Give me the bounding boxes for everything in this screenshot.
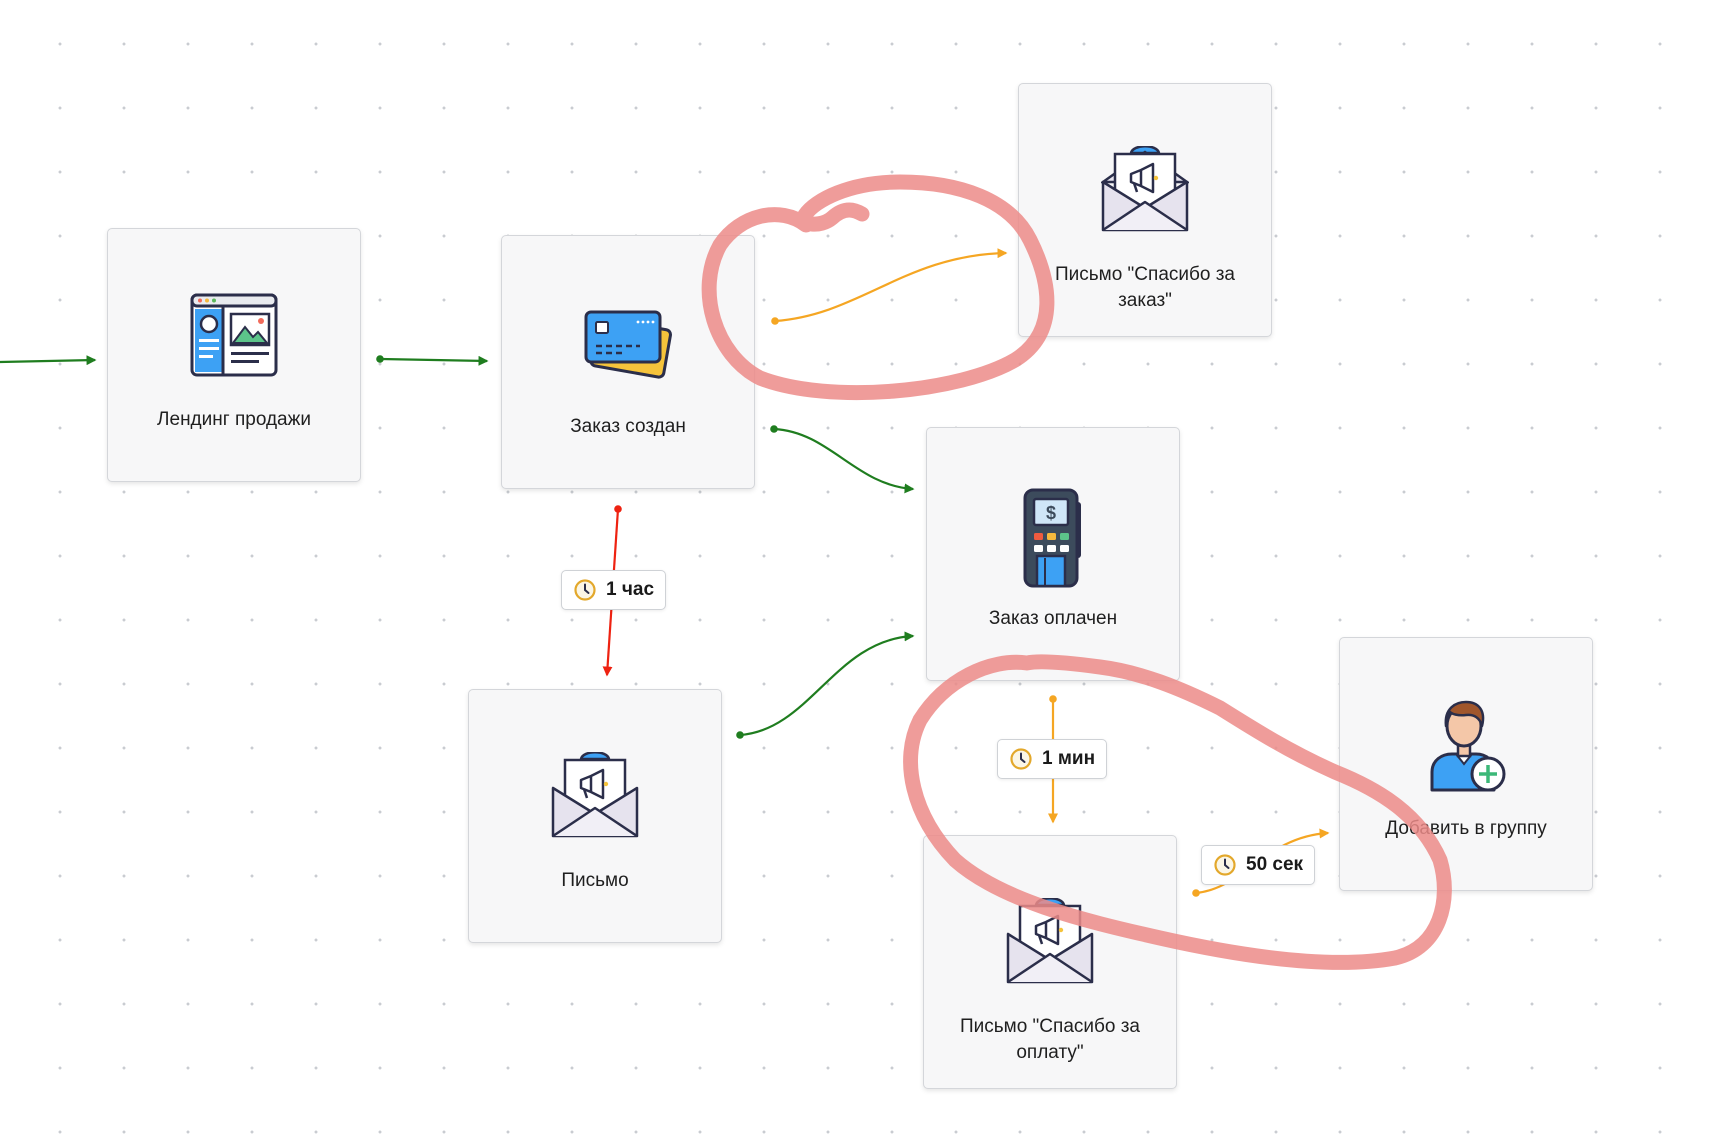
delay-badge-seconds[interactable]: 50 сек bbox=[1201, 845, 1316, 885]
delay-label: 1 час bbox=[606, 579, 655, 600]
email-envelope-icon bbox=[924, 898, 1176, 986]
node-label: Добавить в группу bbox=[1385, 818, 1547, 839]
link-order-created-to-order-paid[interactable] bbox=[770, 425, 915, 494]
node-landing[interactable]: Лендинг продажи bbox=[107, 228, 361, 482]
delay-label: 50 сек bbox=[1246, 854, 1304, 875]
node-order-created[interactable]: Заказ создан bbox=[501, 235, 755, 489]
node-order-paid[interactable]: $ Заказ оплачен bbox=[926, 427, 1180, 681]
payment-terminal-icon: $ bbox=[927, 488, 1179, 588]
node-label: Письмо "Спасибо за оплату" bbox=[959, 1016, 1141, 1063]
clock-icon bbox=[573, 578, 597, 602]
add-user-icon bbox=[1340, 700, 1592, 792]
delay-badge-hour[interactable]: 1 час bbox=[561, 570, 667, 610]
node-thanks-payment[interactable]: Письмо "Спасибо за оплату" bbox=[923, 835, 1177, 1089]
node-label: Письмо bbox=[561, 870, 629, 891]
link-letter-to-order-paid[interactable] bbox=[736, 631, 915, 739]
node-label: Заказ создан bbox=[570, 416, 686, 437]
node-label: Письмо "Спасибо за заказ" bbox=[1054, 264, 1236, 311]
node-thanks-order[interactable]: Письмо "Спасибо за заказ" bbox=[1018, 83, 1272, 337]
link-landing-to-order-created[interactable] bbox=[376, 355, 489, 366]
credit-cards-icon bbox=[502, 298, 754, 386]
svg-text:$: $ bbox=[1046, 503, 1056, 523]
node-add-group[interactable]: Добавить в группу bbox=[1339, 637, 1593, 891]
clock-icon bbox=[1009, 747, 1033, 771]
email-envelope-icon bbox=[1019, 146, 1271, 234]
link-order-created-to-thanks-order[interactable] bbox=[771, 248, 1008, 325]
clock-icon bbox=[1213, 853, 1237, 877]
delay-badge-minute[interactable]: 1 мин bbox=[997, 739, 1108, 779]
node-letter[interactable]: Письмо bbox=[468, 689, 722, 943]
delay-label: 1 мин bbox=[1042, 748, 1096, 769]
email-envelope-icon bbox=[469, 752, 721, 840]
node-label: Лендинг продажи bbox=[157, 409, 311, 430]
landing-page-icon bbox=[108, 291, 360, 379]
node-label: Заказ оплачен bbox=[988, 608, 1118, 629]
link-incoming-to-landing[interactable] bbox=[0, 355, 97, 366]
